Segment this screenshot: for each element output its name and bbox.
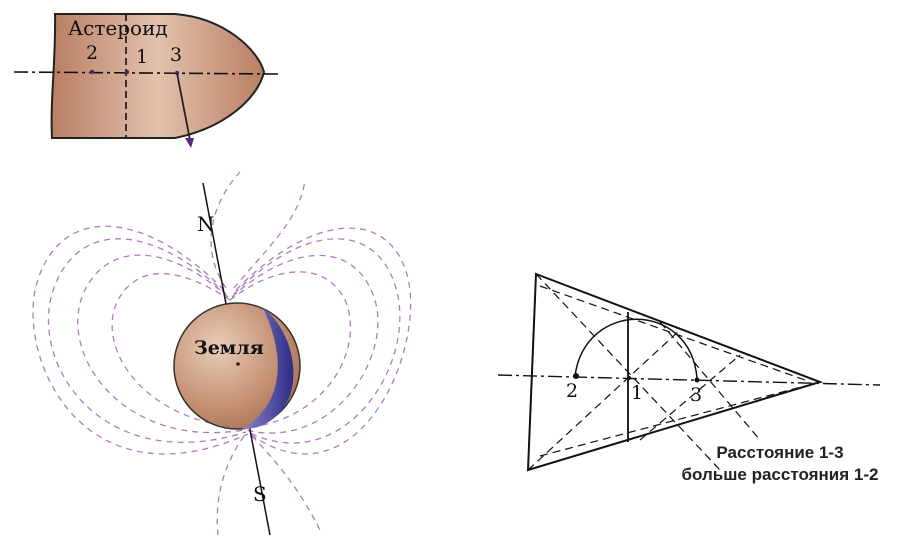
field-line xyxy=(32,225,249,455)
earth xyxy=(173,182,301,536)
field-line xyxy=(233,179,306,289)
triangle-point-3-label: 3 xyxy=(690,384,703,406)
asteroid-label: Астероид xyxy=(68,16,168,40)
construction-lines xyxy=(527,273,806,471)
triangle-outline xyxy=(526,272,824,472)
field-line xyxy=(47,238,247,443)
asteroid-point-2-label: 2 xyxy=(86,42,99,64)
magnetic-field-lines xyxy=(32,171,412,536)
earth-night-side xyxy=(242,308,294,430)
field-line xyxy=(216,435,245,536)
south-pole-label: S xyxy=(253,482,267,506)
triangle-axis xyxy=(497,374,881,386)
field-line xyxy=(111,272,243,429)
force-arrow-head xyxy=(185,138,194,148)
field-line xyxy=(251,435,321,531)
asteroid-body xyxy=(50,13,266,139)
triangle-point-1 xyxy=(627,376,631,380)
distance-caption: Расстояние 1-3 больше расстояния 1-2 xyxy=(660,442,900,486)
triangle-point-1-label: 1 xyxy=(631,382,644,404)
asteroid-axis xyxy=(13,71,279,75)
asteroid-point-1-label: 1 xyxy=(136,46,149,68)
asteroid-point-3-label: 3 xyxy=(170,44,183,66)
field-line xyxy=(77,254,245,434)
field-line xyxy=(229,271,352,429)
field-line xyxy=(210,171,241,289)
earth-label: Земля xyxy=(194,337,264,359)
caption-line-2: больше расстояния 1-2 xyxy=(681,465,879,484)
triangle-point-3 xyxy=(694,377,700,383)
earth-globe xyxy=(173,302,301,430)
triangle-point-2 xyxy=(573,373,579,379)
asteroid-point-1 xyxy=(124,69,130,75)
caption-line-1: Расстояние 1-3 xyxy=(716,443,844,462)
asteroid xyxy=(13,13,279,148)
asteroid-point-2 xyxy=(89,69,95,75)
north-pole-label: N xyxy=(197,212,215,236)
triangle-diagram xyxy=(497,272,881,472)
field-line xyxy=(231,254,379,434)
force-arrow xyxy=(176,72,191,141)
arc-construction xyxy=(574,318,698,379)
triangle-point-2-label: 2 xyxy=(566,380,579,402)
earth-center xyxy=(236,362,240,366)
